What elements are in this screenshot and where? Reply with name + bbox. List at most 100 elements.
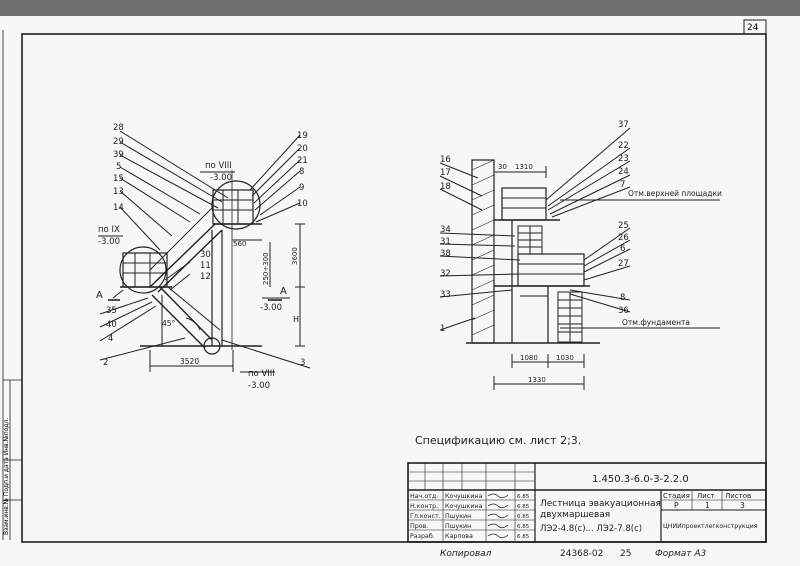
dim-1310: 1310 <box>515 163 533 171</box>
tb-role: Н.контр. <box>410 503 438 510</box>
callout: 7 <box>620 180 625 190</box>
spec-note: Спецификацию см. лист 2;3. <box>415 434 581 447</box>
level-mid-value: -3.00 <box>260 303 282 313</box>
level-viii-top-text: по VIII <box>205 161 232 171</box>
callout: 8 <box>299 167 304 177</box>
tb-name: Кочушкина <box>445 503 483 510</box>
scan-top-band <box>0 0 800 16</box>
stair-elevation <box>98 130 311 373</box>
right-callouts: 16 17 18 37 22 23 24 7 34 31 38 32 33 1 … <box>440 120 722 384</box>
title-block <box>407 462 767 543</box>
tb-date: 6.85 <box>517 534 530 540</box>
callout: 10 <box>297 199 308 209</box>
left-callouts: 28 29 39 5 15 13 14 19 20 21 8 9 10 30 1… <box>96 123 308 391</box>
dim-250-300: 250÷300 <box>262 252 270 285</box>
order-suffix: 25 <box>620 549 631 559</box>
copied-label: Копировал <box>440 549 492 559</box>
callout: 36 <box>618 306 629 316</box>
tb-date: 6.85 <box>517 494 530 500</box>
dim-h: H <box>293 315 299 324</box>
callout: 38 <box>440 249 451 259</box>
callout: 2 <box>103 358 108 368</box>
dim-1080: 1080 <box>520 354 538 362</box>
tb-name: Кочушкина <box>445 493 483 500</box>
dim-560: 560 <box>233 240 246 248</box>
tb-role: Нач.отд. <box>410 493 438 500</box>
callout: 12 <box>200 272 211 282</box>
callout: 11 <box>200 261 211 271</box>
callout: 17 <box>440 168 451 178</box>
callout: 32 <box>440 269 451 279</box>
callout: 21 <box>297 156 308 166</box>
callout: 27 <box>618 259 629 269</box>
callout: 1 <box>440 324 445 334</box>
callout: 4 <box>108 334 113 344</box>
callout: 33 <box>440 290 451 300</box>
callout: 19 <box>297 131 308 141</box>
sheet-label: Лист <box>697 492 715 500</box>
callout: 3 <box>300 358 305 368</box>
callout: 31 <box>440 237 451 247</box>
page-number: 24 <box>747 23 759 33</box>
section-mark-right: А <box>280 286 287 297</box>
level-viii-bottom-text: по VIII <box>248 369 275 379</box>
level-top-label: Отм.верхней площадки <box>628 189 722 198</box>
tb-date: 6.85 <box>517 514 530 520</box>
level-foundation-label: Отм.фундамента <box>622 318 690 327</box>
callout: 6 <box>620 244 625 254</box>
stage-label: Стадия <box>663 492 690 500</box>
sheet-value: 1 <box>705 501 710 510</box>
callout: 30 <box>200 250 211 260</box>
drawing-frame <box>21 33 767 543</box>
level-ix-value: -3.00 <box>98 237 120 247</box>
margin-stamp-text: Взам.инв.№ Подп.и дата Инв.№подл. <box>3 418 10 535</box>
callout: 5 <box>116 162 121 172</box>
org-name: ЦНИИпроектлегконструкция <box>663 523 758 530</box>
callout: 26 <box>618 233 629 243</box>
callout: 29 <box>113 137 124 147</box>
doc-title-line3: ЛЭ2-4.8(с)... ЛЭ2-7.8(с) <box>540 524 642 534</box>
callout: 25 <box>618 221 629 231</box>
angle-45: 45° <box>162 319 176 328</box>
tb-name: Пшукин <box>445 513 471 520</box>
level-ix-text: по IX <box>98 225 120 235</box>
doc-title-line2: двухмаршевая <box>540 510 610 520</box>
tb-name: Пшукин <box>445 523 471 530</box>
callout: 22 <box>618 141 629 151</box>
tb-role: Разраб. <box>410 532 435 540</box>
callout: 23 <box>618 154 629 164</box>
callout: 24 <box>618 167 629 177</box>
callout: 20 <box>297 144 308 154</box>
doc-code: 1.450.3-6.0-3-2.2.0 <box>592 474 689 485</box>
stair-section <box>439 127 720 390</box>
dim-1330: 1330 <box>528 376 546 384</box>
sheets-label: Листов <box>725 492 751 500</box>
callout: 13 <box>113 187 124 197</box>
dim-3520: 3520 <box>180 357 199 366</box>
callout: 14 <box>113 203 124 213</box>
callout: 35 <box>106 306 117 316</box>
format-label: Формат А3 <box>655 549 707 559</box>
sheets-value: 3 <box>740 501 745 510</box>
callout: 15 <box>113 174 124 184</box>
tb-role: Гл.конст. <box>410 513 441 520</box>
order-number: 24368-02 <box>560 549 603 559</box>
dim-3600: 3600 <box>291 247 299 265</box>
callout: 28 <box>113 123 124 133</box>
callout: 8 <box>620 293 625 303</box>
callout: 18 <box>440 182 451 192</box>
tb-role: Пров. <box>410 523 428 530</box>
callout: 9 <box>299 183 304 193</box>
sheet-footer: Копировал 24368-02 25 Формат А3 <box>440 549 707 559</box>
callout: 39 <box>113 150 124 160</box>
title-block-text: 1.450.3-6.0-3-2.2.0 Нач.отд. Кочушкина 6… <box>410 474 758 540</box>
tb-date: 6.85 <box>517 524 530 530</box>
level-viii-top-value: -3.00 <box>210 173 232 183</box>
callout: 37 <box>618 120 629 130</box>
section-mark-left: А <box>96 290 103 301</box>
level-viii-bottom-value: -3.00 <box>248 381 270 391</box>
callout: 16 <box>440 155 451 165</box>
tb-date: 6.85 <box>517 504 530 510</box>
